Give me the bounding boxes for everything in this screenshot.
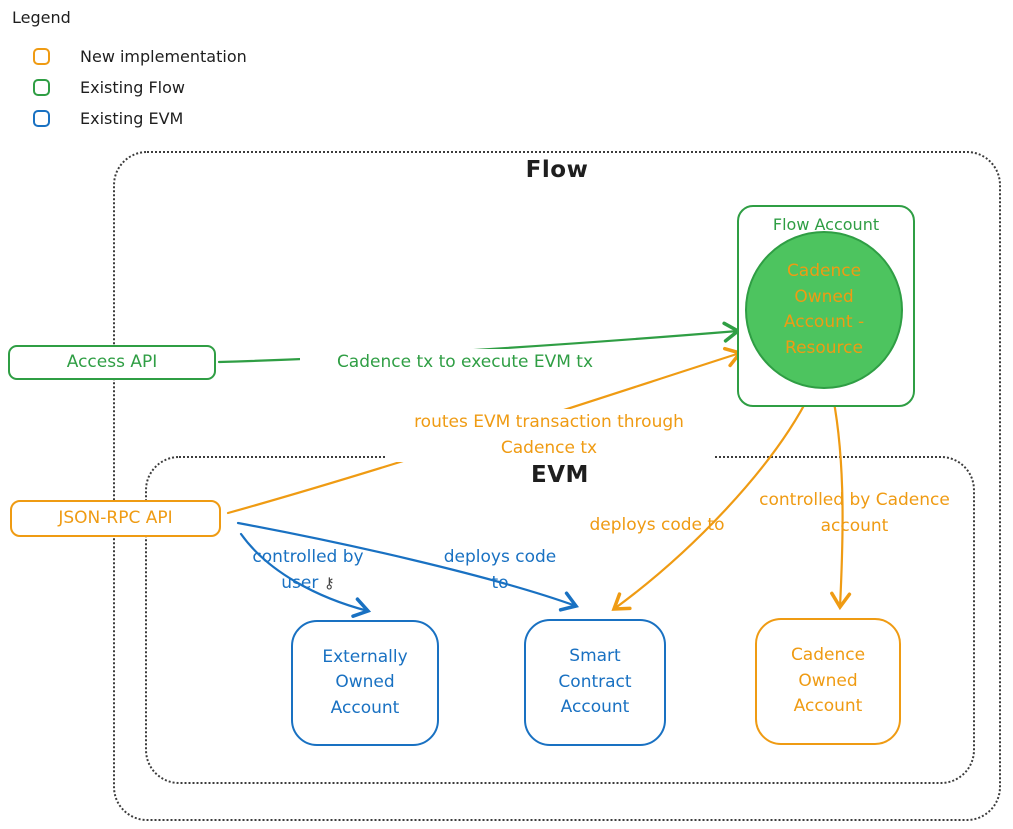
smart-contract-account-label: Smart Contract Account — [558, 646, 632, 718]
flow-account-label: Flow Account — [772, 215, 880, 234]
cadence-owned-account-resource-label: Cadence Owned Account - Resource — [783, 261, 865, 358]
legend-label-existing-flow: Existing Flow — [80, 78, 185, 97]
legend-swatch-new-implementation — [33, 48, 50, 65]
smart-contract-account-node: Smart Contract Account — [524, 619, 666, 746]
access-api-label: Access API — [66, 351, 158, 372]
edge-controlled-by-cadence — [830, 395, 852, 611]
edge-label-coa-deploys: deploys code to — [589, 515, 725, 535]
edge-json-rpc-deploys-code — [236, 521, 579, 612]
edge-coa-deploys-code — [611, 392, 812, 611]
edge-label-json-rpc-deploys: deploys code to — [443, 547, 557, 594]
legend-swatch-existing-flow — [33, 79, 50, 96]
edge-label-cadence-tx-to-execute: Cadence tx to execute EVM tx — [300, 349, 630, 376]
externally-owned-account-node: Externally Owned Account — [291, 620, 439, 746]
edge-label-controlled-by-user: controlled by user ⚷ — [242, 544, 374, 597]
flow-container: Flow — [113, 151, 1001, 821]
edge-controlled-by-user — [239, 532, 372, 618]
legend-label-new-implementation: New implementation — [80, 47, 247, 66]
externally-owned-account-label: Externally Owned Account — [322, 646, 408, 718]
json-rpc-api-node: JSON-RPC API — [10, 500, 221, 537]
edge-label-routes-evm-transaction: routes EVM transaction through Cadence t… — [385, 409, 713, 462]
legend-label-existing-evm: Existing EVM — [80, 109, 184, 128]
flow-container-title: Flow — [525, 157, 589, 183]
legend-swatch-existing-evm — [33, 110, 50, 127]
cadence-owned-account-node: Cadence Owned Account — [755, 618, 901, 745]
key-icon: ⚷ — [323, 574, 335, 593]
json-rpc-api-label: JSON-RPC API — [58, 507, 173, 528]
access-api-node: Access API — [8, 345, 216, 380]
cadence-owned-account-label: Cadence Owned Account — [790, 645, 866, 717]
controlled-by-user-text: controlled by user — [252, 547, 364, 594]
cadence-owned-account-resource-node: Cadence Owned Account - Resource — [745, 231, 903, 389]
legend-title: Legend — [12, 8, 71, 27]
edge-label-controlled-by-cadence: controlled by Cadence account — [759, 490, 950, 537]
evm-container-title: EVM — [531, 462, 589, 488]
